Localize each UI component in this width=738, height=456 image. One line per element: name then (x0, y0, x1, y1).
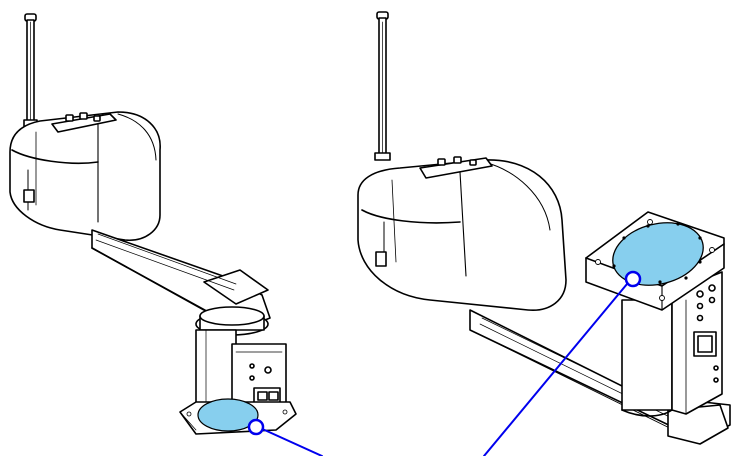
right-base-highlight (612, 222, 704, 286)
left-base-column (195, 329, 287, 411)
left-base-highlight (197, 398, 259, 432)
callout-lines (257, 277, 633, 456)
left-arm-2 (9, 111, 161, 241)
right-callout-line (483, 277, 633, 456)
callout-markers (247, 270, 642, 436)
right-spline-shaft (374, 11, 391, 161)
left-callout-marker (247, 418, 265, 436)
right-arm-2 (357, 156, 567, 311)
robot-left-view (9, 13, 297, 435)
right-base-column (621, 271, 723, 417)
right-callout-marker (624, 270, 642, 288)
robot-right-view (357, 11, 731, 445)
left-spline-shaft (23, 13, 38, 128)
left-callout-line (257, 426, 323, 456)
